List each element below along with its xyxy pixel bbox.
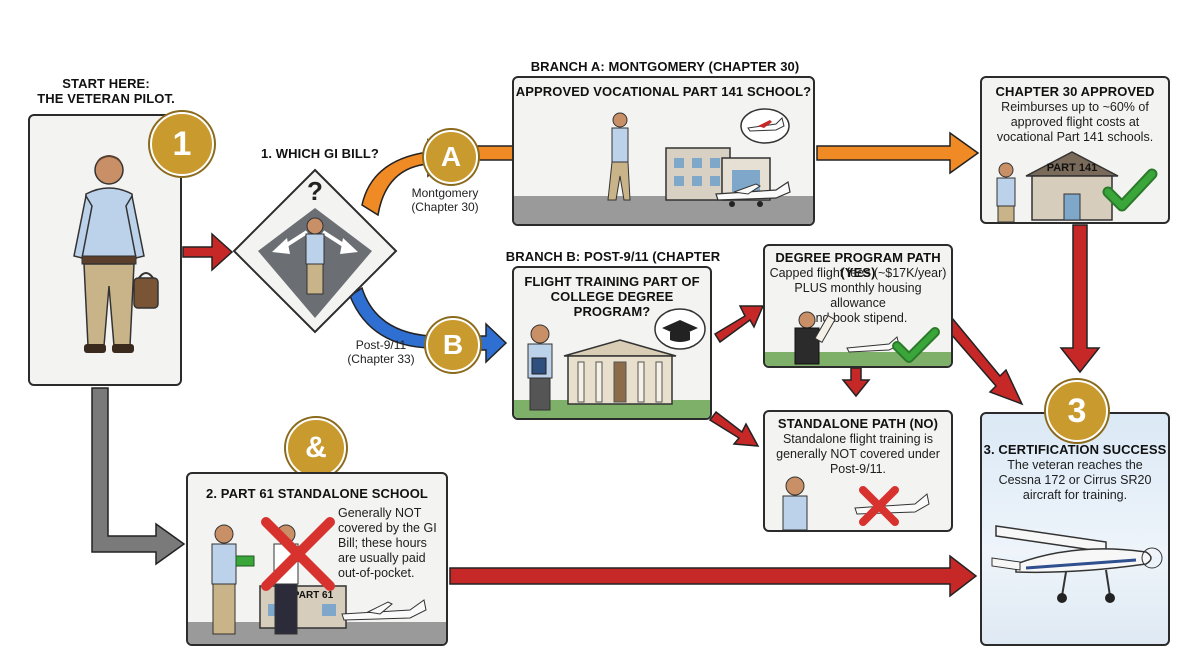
success-card: 3. CERTIFICATION SUCCESS The veteran rea… (980, 412, 1170, 646)
degree-path-card: DEGREE PROGRAM PATH (YES) Capped flight … (763, 244, 953, 368)
success-text: The veteran reaches the Cessna 172 or Ci… (982, 458, 1168, 503)
step-3-badge: 3 (1046, 380, 1108, 442)
degree-path-text-line2: PLUS monthly housing allowance (794, 281, 922, 310)
confused-veteran-icon (782, 476, 808, 530)
label-post911-line2: (Chapter 33) (347, 352, 415, 366)
building-icon (665, 147, 771, 201)
success-text-line1: The veteran reaches the (1007, 458, 1143, 472)
graduation-cap-icon (654, 308, 706, 350)
part61-text-line5: out-of-pocket. (338, 566, 415, 580)
step-1-badge: 1 (150, 112, 214, 176)
veteran-figure-icon (73, 155, 159, 353)
standalone-path-text-line3: Post-9/11. (829, 462, 887, 476)
degree-question-title-line1: FLIGHT TRAINING PART OF (524, 274, 700, 289)
success-title: 3. CERTIFICATION SUCCESS (983, 442, 1167, 457)
part61-cross-icon (261, 517, 335, 591)
arrow-start-to-decision (182, 232, 234, 272)
label-post911: Post-9/11 (Chapter 33) (336, 338, 426, 366)
part141-sign: PART 141 (1046, 162, 1098, 174)
part61-text-line2: covered by the GI (338, 521, 437, 535)
degree-question-title: FLIGHT TRAINING PART OF COLLEGE DEGREE P… (514, 274, 710, 319)
chapter30-text: Reimburses up to ~60% of approved flight… (982, 100, 1168, 145)
degree-path-text-line1: Capped flight fees (~$17K/year) (769, 266, 947, 280)
step-ampersand-badge: & (286, 418, 346, 478)
chapter30-text-line3: vocational Part 141 schools. (996, 130, 1154, 144)
badge-a: A (424, 130, 478, 184)
arrow-part61-to-success (449, 554, 978, 598)
standalone-path-text-line1: Standalone flight training is (782, 432, 934, 446)
degree-question-card: FLIGHT TRAINING PART OF COLLEGE DEGREE P… (512, 266, 712, 420)
arrow-to-standalone-path (708, 410, 760, 447)
arrow-start-to-part61 (91, 387, 186, 566)
part61-airplane-icon (341, 599, 427, 621)
branch-a-header: BRANCH A: MONTGOMERY (CHAPTER 30) (530, 59, 800, 74)
part61-sign: PART 61 (292, 590, 334, 601)
degree-question-title-line2: COLLEGE DEGREE PROGRAM? (550, 289, 674, 319)
part61-text-line4: are usually paid (338, 551, 426, 565)
decision-title: 1. WHICH GI BILL? (261, 146, 379, 161)
cessna-airplane-icon (991, 525, 1163, 603)
decision-diamond: ? (232, 168, 398, 334)
checkmark-icon (1102, 168, 1158, 212)
chapter30-text-line1: Reimburses up to ~60% of (1001, 100, 1149, 114)
arrow-degree-to-standalone (841, 367, 871, 398)
college-building-icon (563, 339, 677, 405)
airplane-callout-icon (740, 108, 790, 144)
walking-veteran-icon (607, 112, 631, 201)
graduate-icon (794, 311, 836, 365)
label-montgomery-line1: Montgomery (411, 186, 479, 200)
arrow-chapter30-to-success (1059, 224, 1101, 374)
vocational-school-card: APPROVED VOCATIONAL PART 141 SCHOOL? (512, 76, 815, 226)
question-mark-icon: ? (307, 176, 323, 206)
chapter30-card: CHAPTER 30 APPROVED Reimburses up to ~60… (980, 76, 1170, 224)
part61-title: 2. PART 61 STANDALONE SCHOOL (206, 486, 428, 501)
part61-text-line1: Generally NOT (338, 506, 422, 520)
arrow-degree-to-success (942, 316, 1024, 406)
degree-checkmark-icon (892, 327, 940, 363)
arrow-to-degree-path (713, 305, 765, 344)
success-text-line2: Cessna 172 or Cirrus SR20 (998, 473, 1152, 487)
label-post911-line1: Post-9/11 (355, 338, 407, 352)
veteran-thumbs-up-icon (996, 162, 1016, 222)
chapter30-text-line2: approved flight costs at (1010, 115, 1140, 129)
arrow-vocational-to-chapter30 (816, 131, 980, 175)
arrow-a-to-vocational (473, 145, 515, 161)
vocational-card-title: APPROVED VOCATIONAL PART 141 SCHOOL? (515, 84, 812, 99)
student-veteran-icon (527, 324, 553, 411)
degree-path-title: DEGREE PROGRAM PATH (YES) (775, 250, 941, 280)
standalone-path-text-line2: generally NOT covered under (776, 447, 940, 461)
cross-icon (859, 486, 899, 526)
part61-text: Generally NOT covered by the GI Bill; th… (338, 506, 438, 581)
part61-card: 2. PART 61 STANDALONE SCHOOL Generally N… (186, 472, 448, 646)
standalone-path-text: Standalone flight training is generally … (765, 432, 951, 477)
success-text-line3: aircraft for training. (1022, 488, 1128, 502)
label-montgomery: Montgomery (Chapter 30) (400, 186, 490, 214)
badge-b: B (426, 318, 480, 372)
part61-text-line3: Bill; these hours (338, 536, 427, 550)
label-montgomery-line2: (Chapter 30) (411, 200, 479, 214)
start-title-line2: THE VETERAN PILOT. (37, 91, 175, 106)
part61-runway (188, 622, 446, 644)
standalone-path-card: STANDALONE PATH (NO) Standalone flight t… (763, 410, 953, 532)
airplane-icon (715, 181, 791, 207)
start-title: START HERE: THE VETERAN PILOT. (18, 76, 194, 106)
start-title-line1: START HERE: (62, 76, 150, 91)
standalone-path-title: STANDALONE PATH (NO) (777, 416, 939, 431)
chapter30-title: CHAPTER 30 APPROVED (995, 84, 1155, 99)
